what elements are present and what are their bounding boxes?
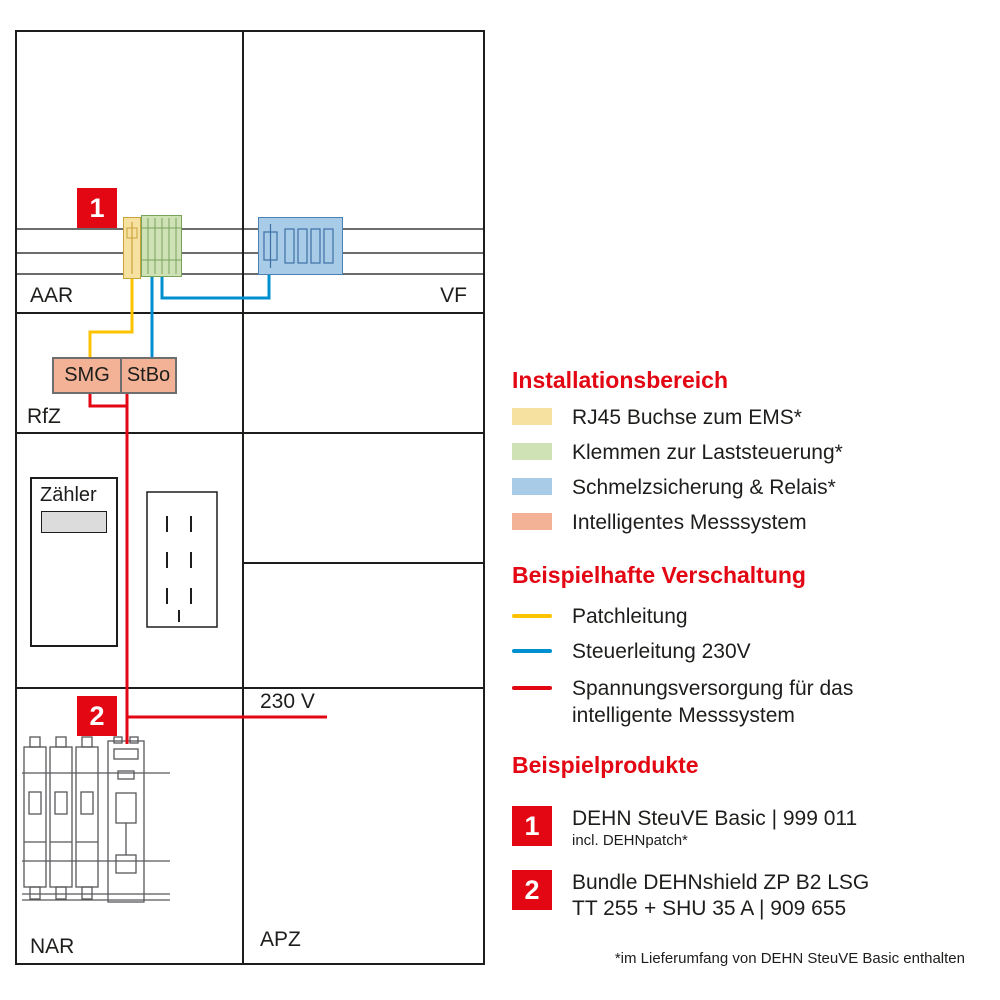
yellow-swatch — [512, 408, 552, 425]
stbo-label: StBo — [126, 364, 171, 386]
product-1-line1: DEHN SteuVE Basic | 999 011 — [572, 807, 858, 830]
power-wire-loop — [88, 394, 129, 408]
legend-wire-item: Spannungsversorgung für das intelligente… — [512, 675, 853, 729]
legend-wire-label: Spannungsversorgung für das intelligente… — [572, 675, 853, 729]
breaker-group — [22, 736, 170, 903]
cabinet-base-drawing — [17, 228, 483, 903]
terminal-detail — [142, 218, 181, 274]
product-marker-2: 2 — [512, 870, 552, 910]
divider-rfz-meter — [17, 432, 483, 434]
product-marker-1: 1 — [512, 806, 552, 846]
load-control-terminals — [141, 215, 182, 277]
legend-wire-label: Patchleitung — [572, 605, 688, 628]
blue-line-swatch — [512, 649, 552, 653]
fuse-relay-module — [258, 217, 343, 275]
divider-meter-nar — [17, 687, 483, 689]
legend-area-label: Klemmen zur Laststeuerung* — [572, 441, 843, 464]
product-2-line1: Bundle DEHNshield ZP B2 LSG — [572, 871, 870, 894]
legend-wire-label: Steuerleitung 230V — [572, 640, 751, 663]
wiring-overlay — [88, 275, 327, 744]
legend-areas-title: Installationsbereich — [512, 367, 729, 393]
distribution-cabinet: SMG StBo Zähler 1 2 AAR VF RfZ NAR APZ 2… — [15, 30, 485, 965]
surge-protection-device — [107, 736, 145, 903]
legend-area-item: Klemmen zur Laststeuerung* — [512, 439, 843, 466]
circuit-breaker-3 — [75, 736, 99, 900]
product-item-1: 1 DEHN SteuVE Basic | 999 011 incl. DEHN… — [512, 806, 857, 850]
marker-2: 2 — [77, 696, 117, 736]
legend-area-item: RJ45 Buchse zum EMS* — [512, 404, 802, 431]
product-text-1: DEHN SteuVE Basic | 999 011 incl. DEHNpa… — [572, 806, 857, 850]
green-swatch — [512, 443, 552, 460]
legend-wire-item: Patchleitung — [512, 603, 688, 630]
legend-area-label: Schmelzsicherung & Relais* — [572, 476, 836, 499]
meter-box: Zähler — [30, 477, 118, 647]
rj45-module — [123, 217, 141, 279]
meter-module-2 — [146, 491, 218, 628]
red-line-swatch — [512, 686, 552, 690]
section-label-nar: NAR — [30, 935, 75, 958]
meter-display — [41, 511, 107, 533]
marker-1: 1 — [77, 188, 117, 228]
circuit-breaker-1 — [23, 736, 47, 900]
rj45-module-detail — [126, 222, 138, 274]
footnote: *im Lieferumfang von DEHN SteuVE Basic e… — [614, 950, 965, 967]
legend-area-item: Schmelzsicherung & Relais* — [512, 474, 836, 501]
section-label-vf: VF — [440, 284, 467, 307]
yellow-line-swatch — [512, 614, 552, 618]
divider-right-column — [242, 562, 483, 564]
section-label-apz: APZ — [260, 928, 301, 951]
circuit-breaker-2 — [49, 736, 73, 900]
legend-wiring-title: Beispielhafte Verschaltung — [512, 562, 806, 588]
legend-wire-item: Steuerleitung 230V — [512, 638, 751, 665]
voltage-label: 230 V — [260, 690, 315, 713]
smg-label: SMG — [54, 359, 122, 392]
patch-cable-wire — [88, 279, 134, 357]
salmon-swatch — [512, 513, 552, 530]
legend-area-label: Intelligentes Messsystem — [572, 511, 807, 534]
legend-area-label: RJ45 Buchse zum EMS* — [572, 406, 802, 429]
divider-aar-rfz — [17, 312, 483, 314]
din-rail-lines — [17, 228, 483, 275]
fuse-relay-detail — [263, 224, 334, 268]
product-text-2: Bundle DEHNshield ZP B2 LSG TT 255 + SHU… — [572, 870, 869, 922]
control-wire-to-relay — [160, 275, 271, 300]
legend-area-item: Intelligentes Messsystem — [512, 509, 807, 536]
legend-wire-label-line1: Spannungsversorgung für das — [572, 677, 854, 700]
smart-meter-box: SMG StBo — [52, 357, 177, 394]
section-label-aar: AAR — [30, 284, 74, 307]
product-item-2: 2 Bundle DEHNshield ZP B2 LSG TT 255 + S… — [512, 870, 869, 922]
product-2-line2: TT 255 + SHU 35 A | 909 655 — [572, 897, 847, 920]
section-label-rfz: RfZ — [27, 405, 61, 428]
cabinet-vertical-divider — [242, 32, 244, 963]
blue-swatch — [512, 478, 552, 495]
meter-label: Zähler — [40, 484, 97, 506]
legend-wire-label-line2: intelligente Messsystem — [572, 704, 795, 727]
product-1-line2: incl. DEHNpatch* — [572, 832, 688, 849]
legend-products-title: Beispielprodukte — [512, 752, 699, 778]
